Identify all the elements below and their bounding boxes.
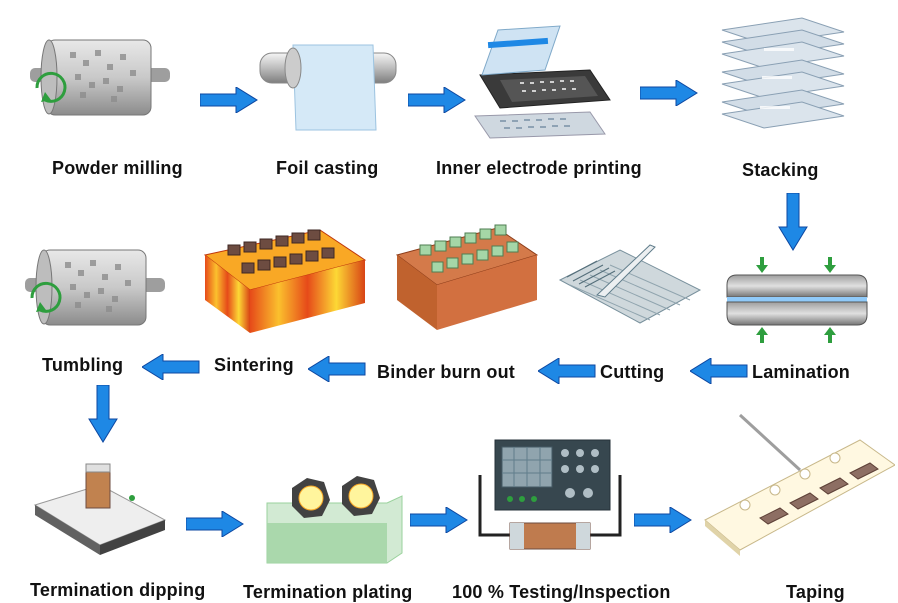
testing-inspection-illustration [470,435,630,560]
step-label-lamination: Lamination [752,362,851,382]
foil-casting-illustration [258,25,398,135]
step-label-sintering: Sintering [214,355,294,375]
powder-milling-illustration [25,30,175,125]
step-label-powder-milling: Powder milling [52,158,183,178]
flow-arrow-left-icon [538,358,596,384]
step-label-inner-electrode-printing: Inner electrode printing [436,158,642,178]
step-label-taping: Taping [786,582,845,602]
flow-arrow-down-icon [88,385,118,443]
step-label-testing-inspection: 100 % Testing/Inspection [452,582,671,602]
flow-arrow-right-icon [640,80,698,106]
flow-arrow-right-icon [634,507,692,533]
flow-arrow-left-icon [142,354,200,380]
taping-illustration [700,410,895,560]
lamination-illustration [722,255,872,345]
step-label-tumbling: Tumbling [42,355,124,375]
termination-plating-illustration [262,468,407,573]
stacking-illustration [712,10,852,140]
flow-arrow-right-icon [200,87,258,113]
electrode-printing-illustration [470,20,615,140]
step-label-cutting: Cutting [600,362,665,382]
binder-burn-out-illustration [392,210,542,335]
flow-arrow-left-icon [690,358,748,384]
flow-arrow-down-icon [778,193,808,251]
tumbling-illustration [20,240,170,335]
step-label-termination-plating: Termination plating [243,582,413,602]
termination-dipping-illustration [30,460,170,565]
sintering-illustration [200,215,370,335]
flow-arrow-right-icon [408,87,466,113]
step-label-termination-dipping: Termination dipping [30,580,206,600]
flow-arrow-left-icon [308,356,366,382]
cutting-illustration [555,235,705,325]
step-label-stacking: Stacking [742,160,819,180]
flow-arrow-right-icon [186,511,244,537]
step-label-foil-casting: Foil casting [276,158,379,178]
flow-arrow-right-icon [410,507,468,533]
step-label-binder-burn-out: Binder burn out [377,362,515,382]
